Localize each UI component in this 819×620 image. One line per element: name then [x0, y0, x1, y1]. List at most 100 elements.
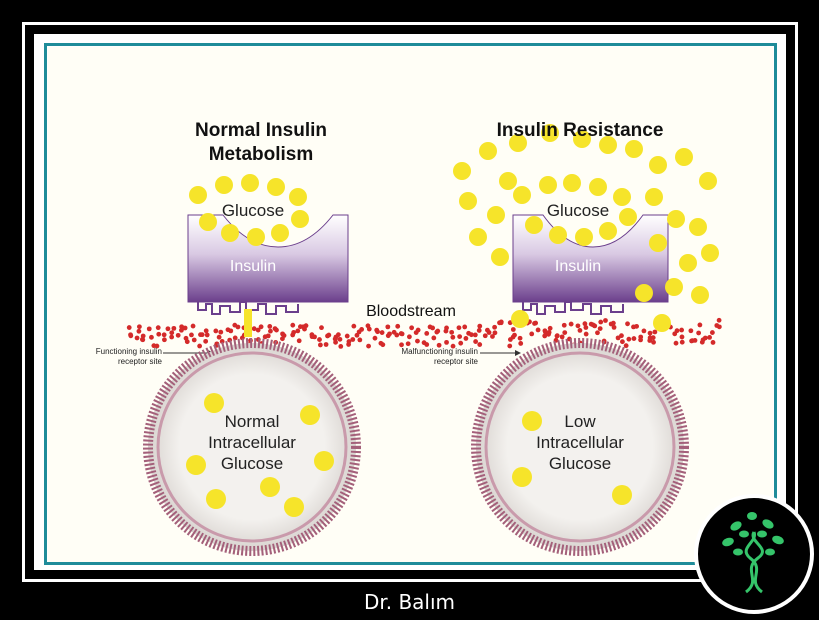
right-receptor-label-line2: receptor site — [433, 357, 478, 366]
glucose-molecule — [204, 393, 224, 413]
blood-cell — [356, 329, 362, 335]
blood-cell — [692, 337, 698, 343]
cell-membrane-left — [143, 338, 361, 556]
glucose-molecule — [511, 310, 529, 328]
blood-cell — [575, 323, 581, 329]
glucose-molecule — [314, 451, 334, 471]
blood-cell — [380, 342, 386, 348]
left-title-line1: Normal Insulin — [195, 120, 327, 141]
blood-cell — [346, 342, 352, 347]
blood-cell — [679, 334, 685, 340]
left-receptor-label-line2: receptor site — [117, 357, 162, 366]
glucose-molecule — [675, 148, 693, 166]
blood-cell — [357, 337, 363, 343]
blood-cell — [512, 332, 517, 338]
blood-cell — [421, 340, 427, 346]
blood-cell — [716, 317, 722, 323]
glucose-molecule — [679, 254, 697, 272]
blood-cell — [323, 342, 329, 347]
blood-cell — [647, 338, 653, 343]
diagram-graphic — [126, 124, 722, 556]
blood-cell — [498, 320, 504, 326]
blood-cell — [351, 323, 357, 329]
blood-cell — [716, 324, 722, 330]
left-cell-label-line2: Intracellular — [208, 433, 296, 452]
blood-cell — [638, 334, 644, 340]
glucose-molecule — [199, 213, 217, 231]
left-glucose-label: Glucose — [221, 201, 285, 220]
blood-cell — [507, 343, 513, 349]
blood-cell — [554, 333, 560, 339]
cell-inner-ring-right — [484, 351, 676, 543]
blood-cell — [547, 325, 553, 331]
blood-cell — [462, 324, 468, 330]
blood-cell — [444, 325, 449, 331]
blood-cell — [197, 343, 203, 349]
blood-cell — [568, 321, 574, 327]
blood-cell — [218, 329, 224, 335]
glucose-molecule — [271, 224, 289, 242]
glucose-molecule — [479, 142, 497, 160]
blood-cell — [255, 327, 261, 333]
blood-cell — [387, 331, 392, 337]
glucose-molecules — [186, 124, 719, 517]
blood-cell — [631, 336, 637, 341]
blood-cell — [469, 332, 474, 338]
blood-cell — [583, 331, 589, 337]
blood-cell — [620, 339, 625, 345]
glucose-molecule — [599, 136, 617, 154]
blood-cell — [463, 336, 469, 341]
blood-cell — [149, 334, 154, 340]
blood-cell — [216, 334, 222, 340]
blood-cell — [375, 329, 380, 335]
blood-cell — [529, 331, 535, 337]
blood-cell — [434, 329, 440, 335]
blood-cell — [559, 334, 565, 340]
glucose-molecule — [522, 411, 542, 431]
blood-cell — [213, 328, 219, 334]
blood-cell — [317, 342, 323, 348]
blood-cell — [394, 332, 400, 338]
glucose-molecule — [487, 206, 505, 224]
blood-cell — [126, 325, 132, 330]
glucose-molecule — [539, 176, 557, 194]
blood-cell — [707, 335, 712, 340]
cell-membrane-right — [471, 338, 689, 556]
blood-cell — [372, 335, 378, 341]
blood-cell — [182, 325, 188, 331]
blood-cell — [303, 323, 309, 329]
glucose-molecule — [247, 228, 265, 246]
bloodstream-label: Bloodstream — [366, 303, 456, 320]
blood-cell — [366, 326, 372, 332]
blood-cell — [203, 338, 209, 344]
tree-dna-logo — [694, 494, 814, 614]
blood-cell — [268, 328, 273, 334]
blood-cell — [165, 326, 171, 332]
blood-cell — [598, 319, 604, 325]
glucose-molecule — [525, 216, 543, 234]
left-cell-label-line3: Glucose — [220, 454, 284, 473]
blood-cell — [344, 333, 350, 339]
blood-cell — [450, 343, 456, 349]
blood-cell — [379, 330, 385, 335]
right-glucose-label: Glucose — [546, 201, 610, 220]
blood-cell — [449, 329, 455, 335]
right-insulin-label: Insulin — [554, 258, 602, 275]
blood-cell — [595, 330, 600, 336]
blood-cell — [171, 325, 177, 331]
glucose-molecule — [619, 208, 637, 226]
blood-cell — [156, 331, 162, 337]
blood-cell — [291, 330, 297, 335]
blood-cell — [332, 336, 338, 342]
blood-cell — [592, 323, 598, 329]
blood-cell — [625, 321, 630, 327]
blood-cell — [235, 324, 241, 330]
glucose-molecule — [284, 497, 304, 517]
blood-cell — [175, 332, 181, 338]
left-title-line2: Metabolism — [208, 144, 314, 165]
glucose-molecule — [635, 284, 653, 302]
glucose-molecule — [649, 234, 667, 252]
glucose-molecule — [667, 210, 685, 228]
glucose-molecule — [649, 156, 667, 174]
blood-cell — [634, 323, 640, 329]
